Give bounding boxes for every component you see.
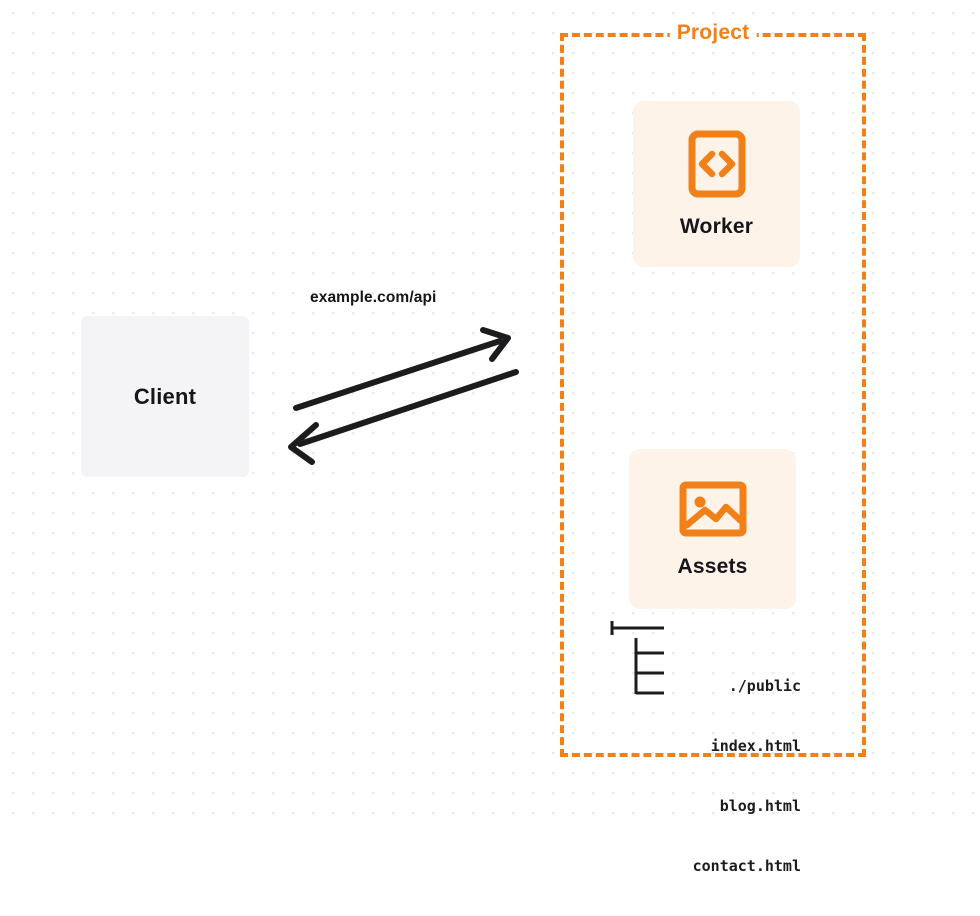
image-icon	[679, 480, 747, 543]
diagram-canvas: Client example.com/api Project Worker As…	[0, 0, 980, 875]
file-tree-row: blog.html	[719, 797, 801, 815]
assets-label: Assets	[677, 554, 748, 578]
code-brackets-icon	[688, 130, 746, 203]
worker-label: Worker	[679, 214, 754, 238]
file-tree-row: index.html	[710, 737, 801, 755]
response-arrow	[288, 369, 519, 465]
request-arrow	[293, 327, 511, 411]
client-label: Client	[133, 383, 197, 409]
file-tree-row: contact.html	[692, 857, 801, 875]
assets-card[interactable]: Assets	[629, 449, 796, 609]
project-title: Project	[669, 21, 757, 45]
client-node[interactable]: Client	[81, 316, 249, 477]
file-tree-row: ./public	[728, 677, 801, 695]
worker-card[interactable]: Worker	[633, 101, 800, 267]
request-url-label: example.com/api	[310, 289, 437, 306]
assets-file-tree: ./public index.html blog.html contact.ht…	[608, 616, 801, 916]
project-boundary: Project	[560, 21, 866, 757]
